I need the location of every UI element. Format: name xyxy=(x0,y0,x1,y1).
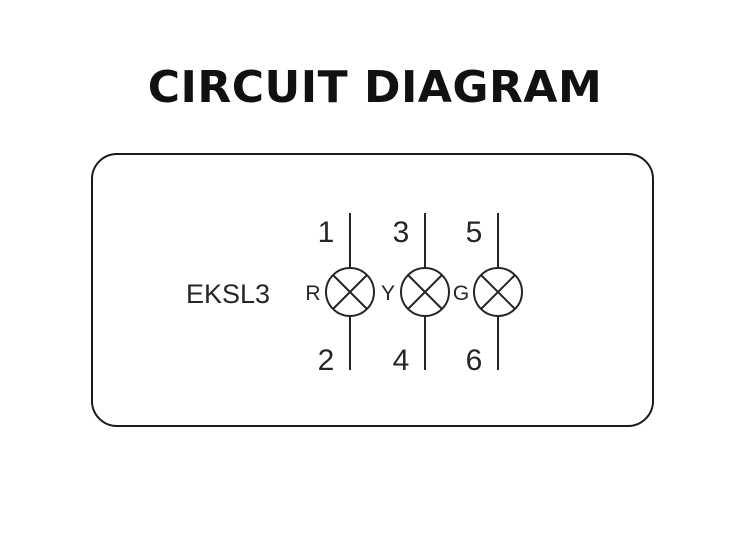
lamp-r-color-label: R xyxy=(305,282,320,305)
pin-3-label: 3 xyxy=(393,216,410,249)
pin-6-label: 6 xyxy=(466,344,483,377)
model-label: EKSL3 xyxy=(186,279,270,309)
lamp-y-color-label: Y xyxy=(381,282,395,305)
lamp-symbol-icon xyxy=(325,267,375,317)
lamp-y: 3 4 Y xyxy=(381,213,450,377)
pin-5-label: 5 xyxy=(466,216,483,249)
lamp-symbol-icon xyxy=(400,267,450,317)
lamp-r: 1 2 R xyxy=(305,213,375,377)
pin-1-label: 1 xyxy=(318,216,335,249)
page-title: CIRCUIT DIAGRAM xyxy=(147,62,603,113)
pin-4-label: 4 xyxy=(393,344,410,377)
diagram-panel xyxy=(91,153,654,427)
pin-2-label: 2 xyxy=(318,344,335,377)
lamp-g: 5 6 G xyxy=(453,213,523,377)
lamp-symbol-icon xyxy=(473,267,523,317)
lamp-g-color-label: G xyxy=(453,282,469,305)
